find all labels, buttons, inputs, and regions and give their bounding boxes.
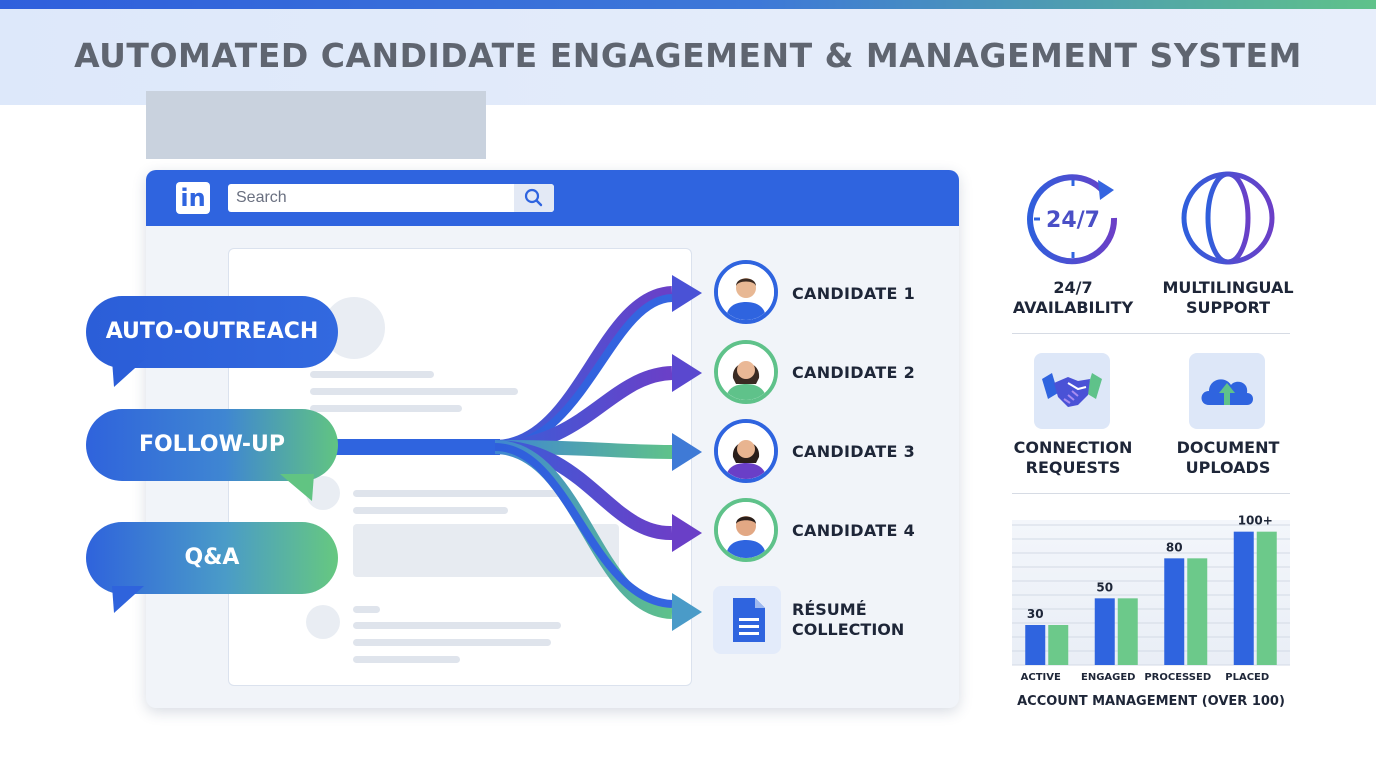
search-button[interactable] [514, 184, 554, 212]
bar-engaged-1 [1094, 598, 1115, 665]
bubble-tail [280, 474, 314, 501]
person-icon [718, 423, 774, 479]
person-icon [718, 264, 774, 320]
bar-active-1 [1025, 625, 1046, 665]
multilingual-line1: MULTILINGUAL [1162, 278, 1294, 297]
candidate-3-avatar[interactable] [714, 419, 778, 483]
text-placeholder [353, 507, 508, 514]
data-label-processed: 80 [1166, 540, 1183, 554]
bar-placed-1 [1233, 531, 1254, 665]
candidate-2-label: CANDIDATE 2 [792, 363, 916, 382]
document-icon [733, 598, 765, 642]
candidate-2-avatar[interactable] [714, 340, 778, 404]
arrowhead [672, 593, 702, 631]
candidate-3-label: CANDIDATE 3 [792, 442, 916, 461]
multilingual-line2: SUPPORT [1185, 298, 1271, 317]
search-icon [524, 188, 543, 207]
candidate-4-avatar[interactable] [714, 498, 778, 562]
top-accent-stripe [0, 0, 1376, 9]
auto-outreach-label: AUTO-OUTREACH [86, 296, 338, 368]
text-placeholder [353, 490, 563, 497]
divider [1012, 493, 1290, 494]
bar-processed-1 [1164, 558, 1185, 665]
text-placeholder [310, 405, 462, 412]
resume-collection-label: RÉSUMÉ COLLECTION [792, 600, 904, 640]
connection-line1: CONNECTION [1013, 438, 1133, 457]
page-title: AUTOMATED CANDIDATE ENGAGEMENT & MANAGEM… [74, 36, 1302, 75]
multilingual-label: MULTILINGUAL SUPPORT [1148, 278, 1308, 318]
text-placeholder [310, 388, 518, 395]
arrowhead [672, 514, 702, 552]
flow-branch-5b [494, 443, 673, 608]
search-input[interactable]: Search [228, 184, 554, 212]
availability-label: 24/7 AVAILABILITY [993, 278, 1153, 318]
arrowhead [672, 354, 702, 392]
chart-title: ACCOUNT MANAGEMENT (OVER 100) [1017, 694, 1285, 709]
connection-requests-label: CONNECTION REQUESTS [993, 438, 1153, 478]
qa-label: Q&A [86, 522, 338, 594]
resume-label-line2: COLLECTION [792, 620, 905, 639]
globe-icon [1181, 171, 1275, 265]
data-label-engaged: 50 [1096, 580, 1113, 594]
bar-placed-2 [1256, 531, 1277, 665]
text-placeholder [353, 656, 460, 663]
resume-collection-tile[interactable] [713, 586, 781, 654]
document-uploads-line1: DOCUMENT [1176, 438, 1280, 457]
profile-banner-placeholder [146, 91, 486, 159]
tick-label-active: ACTIVE [1021, 672, 1061, 683]
post-image-placeholder [353, 524, 619, 577]
data-label-placed: 100+ [1238, 514, 1273, 528]
cloud-upload-icon [1201, 379, 1253, 405]
flow-trunk [330, 439, 500, 455]
clock-24-7-icon: 24/7 [1027, 174, 1118, 265]
text-placeholder [310, 371, 434, 378]
document-uploads-tile[interactable] [1189, 353, 1265, 429]
person-icon [718, 344, 774, 400]
connection-requests-tile[interactable] [1034, 353, 1110, 429]
clock-badge: 24/7 [1046, 208, 1100, 233]
bar-engaged-2 [1117, 598, 1138, 665]
header-banner: AUTOMATED CANDIDATE ENGAGEMENT & MANAGEM… [0, 9, 1376, 105]
person-icon [718, 502, 774, 558]
bar-active-2 [1048, 625, 1069, 665]
availability-line1: 24/7 [1053, 278, 1093, 297]
bubble-tail [112, 360, 144, 387]
handshake-icon [1042, 373, 1102, 407]
post-avatar-placeholder [306, 605, 340, 639]
text-placeholder [353, 639, 551, 646]
window-toolbar: in Search [146, 170, 959, 226]
resume-label-line1: RÉSUMÉ [792, 600, 867, 619]
tick-label-engaged: ENGAGED [1081, 672, 1136, 683]
bubble-tail [112, 586, 144, 613]
document-uploads-label: DOCUMENT UPLOADS [1148, 438, 1308, 478]
text-placeholder [353, 622, 561, 629]
follow-up-label: FOLLOW-UP [86, 409, 338, 481]
candidate-4-label: CANDIDATE 4 [792, 521, 916, 540]
divider [1012, 333, 1290, 334]
linkedin-icon[interactable]: in [176, 182, 210, 214]
tick-label-placed: PLACED [1225, 672, 1269, 683]
connection-line2: REQUESTS [1025, 458, 1121, 477]
text-placeholder [353, 606, 380, 613]
tick-label-processed: PROCESSED [1144, 672, 1211, 683]
availability-line2: AVAILABILITY [1012, 298, 1134, 317]
arrowhead [672, 275, 702, 312]
document-uploads-line2: UPLOADS [1185, 458, 1271, 477]
arrowhead [672, 433, 702, 471]
candidate-1-avatar[interactable] [714, 260, 778, 324]
candidate-1-label: CANDIDATE 1 [792, 284, 916, 303]
data-label-active: 30 [1027, 607, 1044, 621]
bar-processed-2 [1187, 558, 1208, 665]
